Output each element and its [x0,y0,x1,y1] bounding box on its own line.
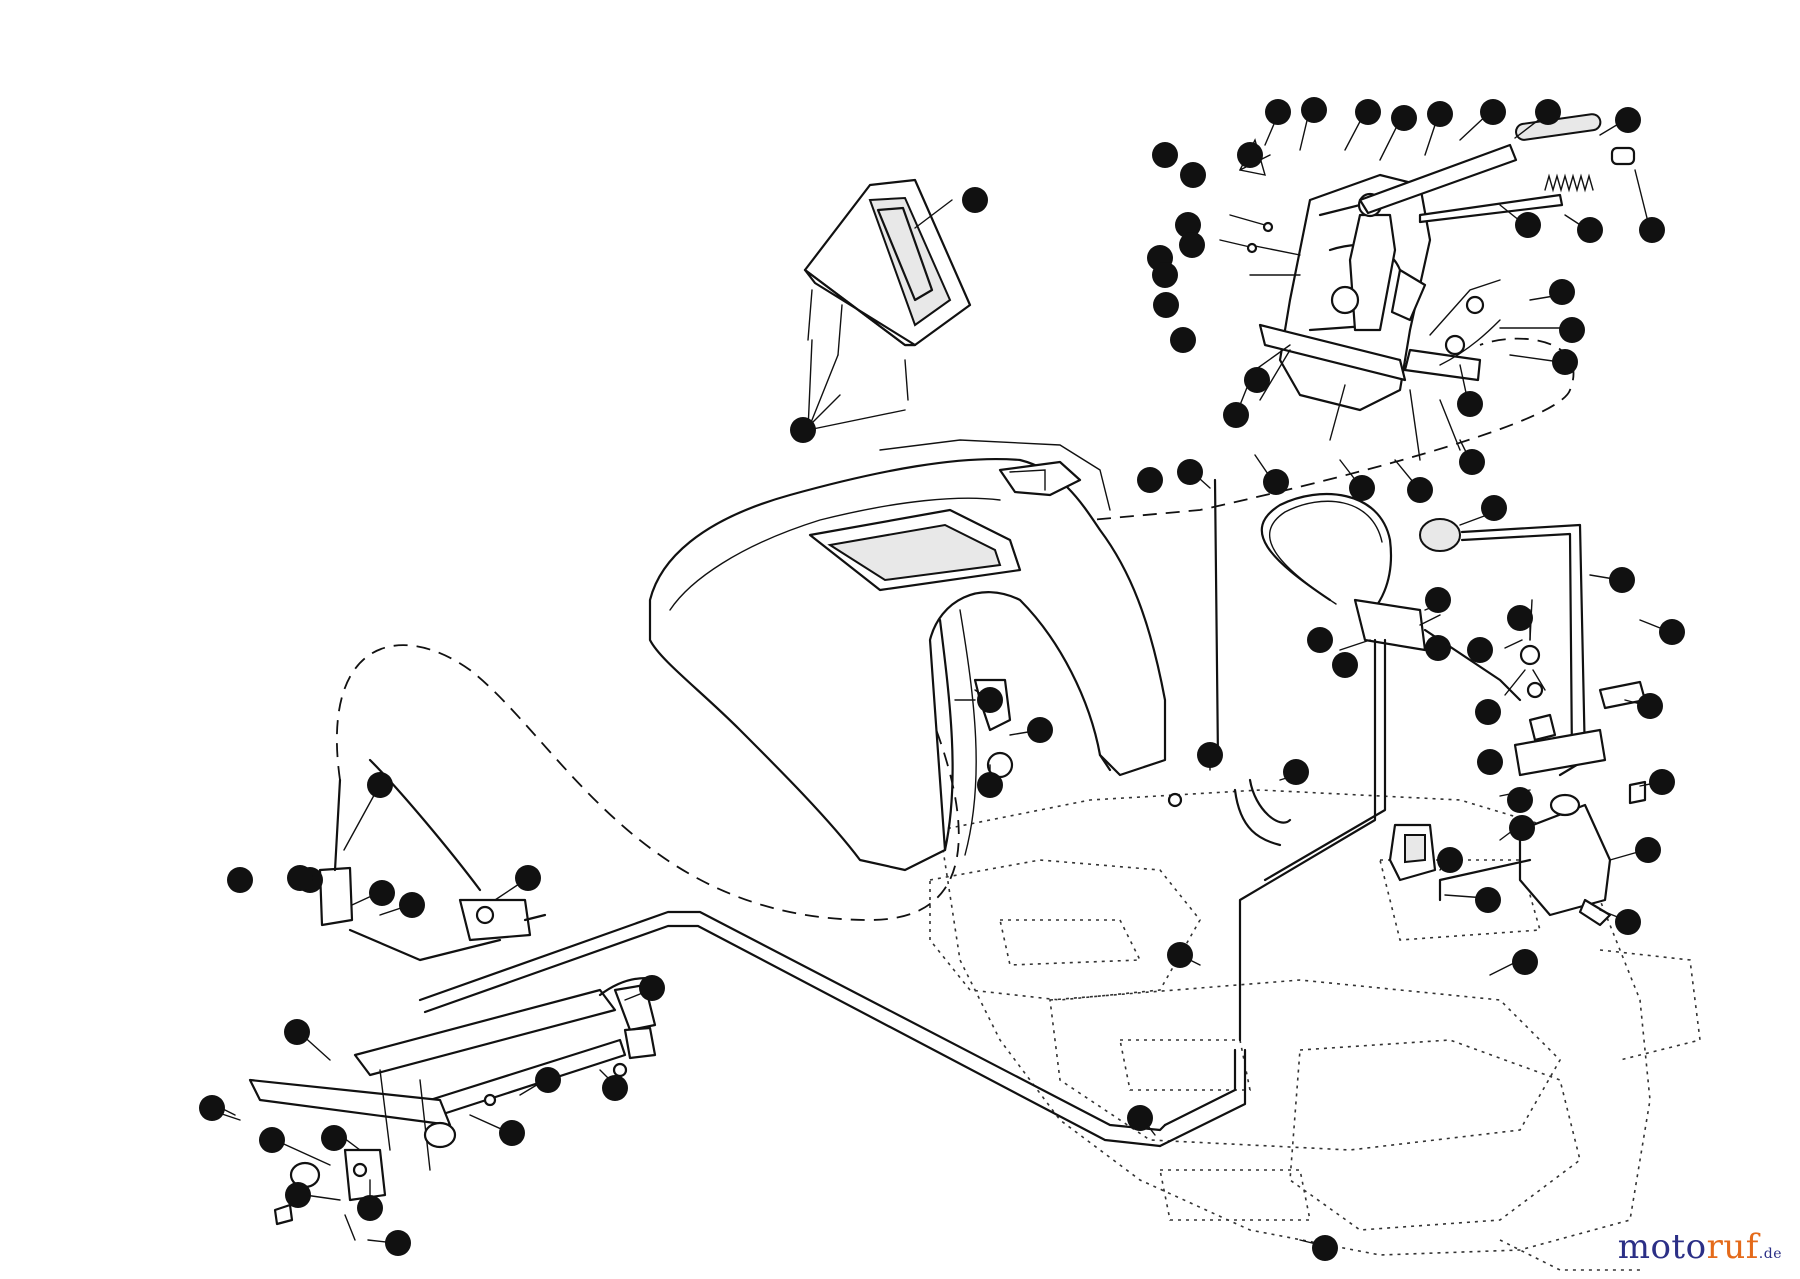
callout-51 [1512,949,1538,975]
callout-76 [499,1120,525,1146]
callout-47 [1509,815,1535,841]
callout-31 [1153,292,1179,318]
callout-70 [284,1019,310,1045]
callout-68 [399,892,425,918]
callout-55 [1283,759,1309,785]
callout-56 [1197,742,1223,768]
right-linkage [1233,518,1647,927]
callout-79 [639,975,665,1001]
callout-17 [1552,349,1578,375]
callout-35 [1609,567,1635,593]
callout-11 [1615,107,1641,133]
callout-14 [1639,217,1665,243]
callout-12 [1515,212,1541,238]
callout-46 [1425,587,1451,613]
callout-60 [1137,467,1163,493]
callout-59 [1027,717,1053,743]
callout-19 [1459,449,1485,475]
callout-23 [1223,402,1249,428]
callout-52 [1312,1235,1338,1261]
callout-41 [1507,605,1533,631]
control-cable [1238,493,1522,1042]
callout-8 [1427,101,1453,127]
callout-61 [1307,627,1333,653]
callout-65 [287,865,313,891]
callout-markers [199,97,1685,1261]
callout-26 [1175,212,1201,238]
callout-73 [285,1182,311,1208]
callout-78 [602,1075,628,1101]
callout-5 [1301,97,1327,123]
callout-38 [1649,769,1675,795]
callout-20 [1407,477,1433,503]
callout-74 [385,1230,411,1256]
callout-69 [515,865,541,891]
callout-37 [1637,693,1663,719]
callout-71 [321,1125,347,1151]
callout-1 [962,187,988,213]
callout-50 [1475,887,1501,913]
callout-58 [977,687,1003,713]
callout-75 [357,1195,383,1221]
callout-18 [1457,391,1483,417]
callout-9 [1480,99,1506,125]
main-rod [418,910,1247,1148]
callout-33 [1244,367,1270,393]
callout-72 [259,1127,285,1153]
callout-3 [1237,142,1263,168]
callout-57 [977,772,1003,798]
lever-assembly [1219,113,1636,461]
callout-30 [1152,262,1178,288]
watermark-accent: ruf [1706,1227,1759,1267]
callout-16 [1559,317,1585,343]
callout-4 [1265,99,1291,125]
left-linkage [214,758,662,1241]
callout-77 [535,1067,561,1093]
callout-36 [1659,619,1685,645]
console-cover [803,178,972,431]
callout-62 [1332,652,1358,678]
callout-28 [1152,142,1178,168]
callout-49 [1437,847,1463,873]
callout-32 [1170,327,1196,353]
callout-66 [369,880,395,906]
chassis-frame [929,789,1701,1271]
callout-39 [1635,837,1661,863]
callout-44 [1477,749,1503,775]
watermark-logo: motoruf.de [1618,1227,1782,1267]
callout-21 [1349,475,1375,501]
callout-6 [1355,99,1381,125]
callout-63 [367,772,393,798]
callout-13 [1577,217,1603,243]
callout-2 [790,417,816,443]
fender-seat-pan [648,439,1167,872]
callout-10 [1535,99,1561,125]
callout-34 [1481,495,1507,521]
callout-45 [1425,635,1451,661]
callout-80 [199,1095,225,1121]
callout-54 [1167,942,1193,968]
callout-53 [1127,1105,1153,1131]
callout-15 [1549,279,1575,305]
callout-24 [1177,459,1203,485]
callout-22 [1263,469,1289,495]
watermark-tld: .de [1758,1246,1782,1262]
callout-43 [1475,699,1501,725]
callout-42 [1467,637,1493,663]
watermark-main: moto [1617,1227,1707,1267]
callout-27 [1180,162,1206,188]
callout-40 [1615,909,1641,935]
callout-7 [1391,105,1417,131]
callout-67 [227,867,253,893]
callout-29 [1179,232,1205,258]
callout-48 [1507,787,1533,813]
